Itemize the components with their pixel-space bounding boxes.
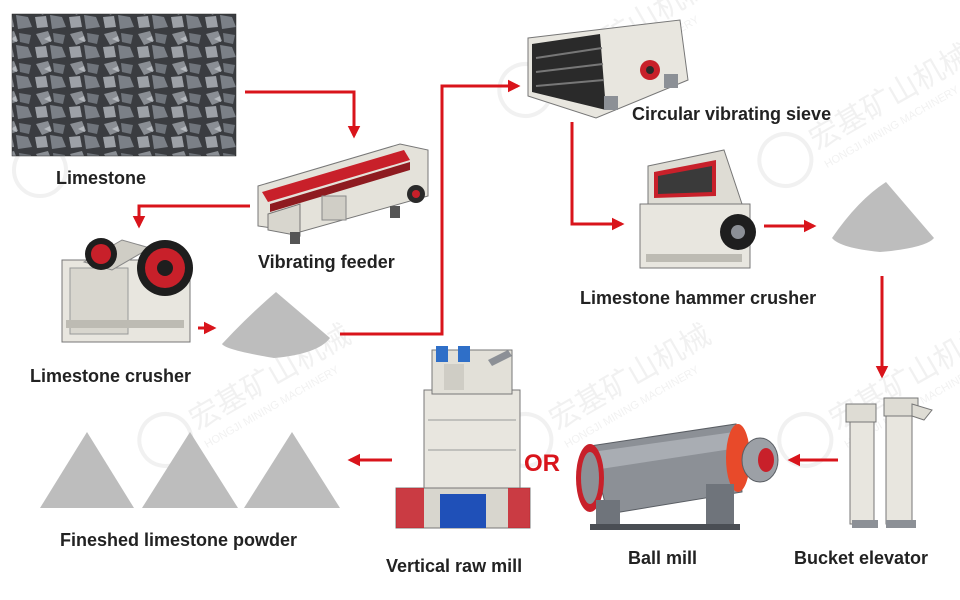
arrow-sieve-to-hammer-crusher xyxy=(570,122,625,231)
label-limestone-hammer-crusher: Limestone hammer crusher xyxy=(580,288,817,308)
jaw-crusher-icon xyxy=(61,238,193,343)
vertical-raw-mill-icon xyxy=(395,346,531,529)
arrow-limestone-to-feeder xyxy=(245,90,361,139)
vibrating-feeder-icon xyxy=(257,143,429,244)
arrow-pile-to-sieve xyxy=(340,79,521,336)
label-or: OR xyxy=(524,450,560,477)
flow-arrows xyxy=(132,79,889,467)
label-bucket-elevator: Bucket elevator xyxy=(794,548,929,568)
watermark-logo-icon xyxy=(777,412,834,468)
label-circular-vibrating-sieve: Circular vibrating sieve xyxy=(632,104,832,124)
limestone-rock-icon xyxy=(11,13,237,157)
label-limestone-crusher: Limestone crusher xyxy=(30,366,192,386)
finished-powder-pile xyxy=(40,432,134,508)
label-vertical-raw-mill: Vertical raw mill xyxy=(386,556,523,576)
label-ball-mill: Ball mill xyxy=(628,548,698,568)
crushed-stone-pile xyxy=(222,292,330,358)
arrow-feeder-to-crusher xyxy=(132,204,250,229)
label-vibrating-feeder: Vibrating feeder xyxy=(258,252,395,272)
ball-mill-icon xyxy=(576,423,779,530)
crushed-stone-pile xyxy=(832,182,934,252)
finished-powder-pile xyxy=(142,432,238,508)
watermark-logo-icon xyxy=(757,132,814,188)
label-limestone: Limestone xyxy=(56,168,147,188)
hammer-crusher-icon xyxy=(639,149,756,269)
circular-vibrating-sieve-icon xyxy=(527,19,689,119)
bucket-elevator-icon xyxy=(845,397,933,528)
label-finished-powder: Fineshed limestone powder xyxy=(60,530,298,550)
finished-powder-pile xyxy=(244,432,340,508)
